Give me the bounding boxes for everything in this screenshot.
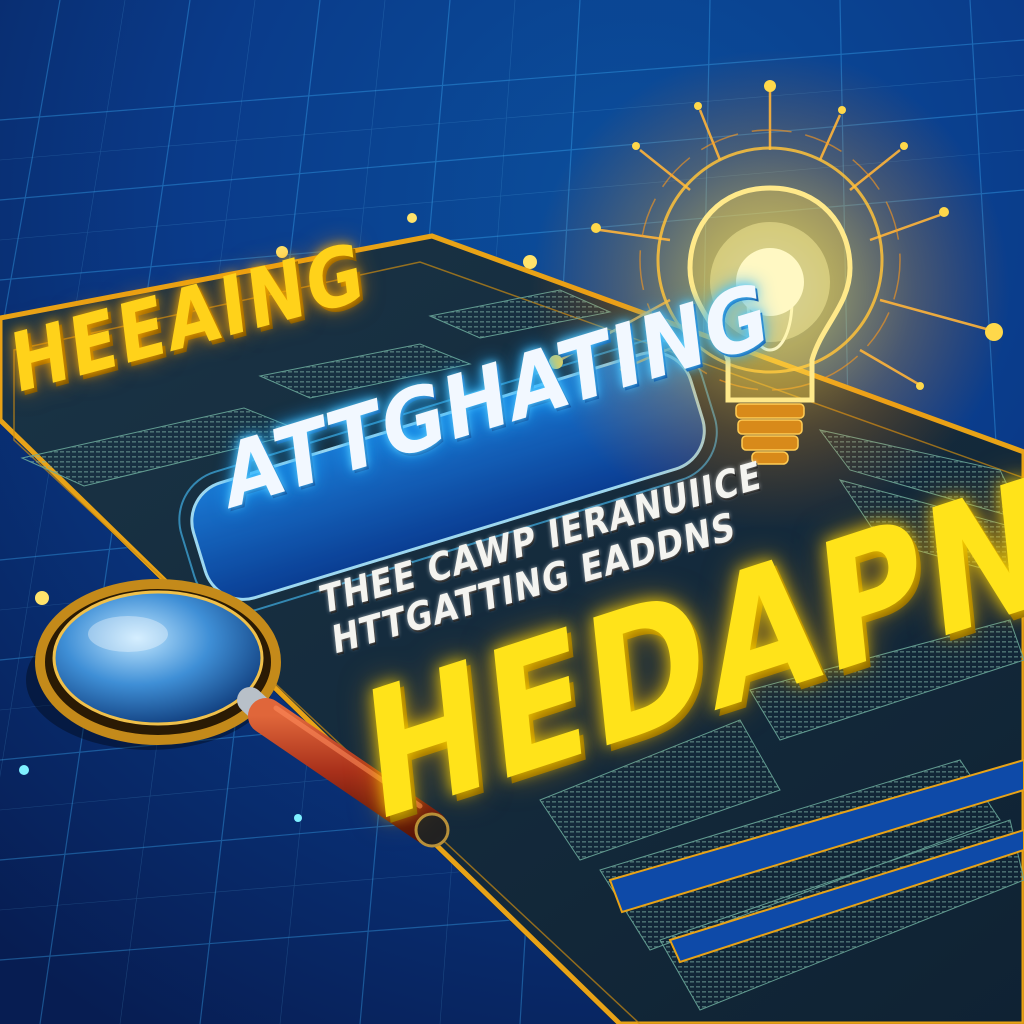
- info-panels: [608, 758, 1024, 964]
- light-bulb-icon: [530, 50, 1010, 530]
- magnifying-glass-icon: [26, 579, 450, 848]
